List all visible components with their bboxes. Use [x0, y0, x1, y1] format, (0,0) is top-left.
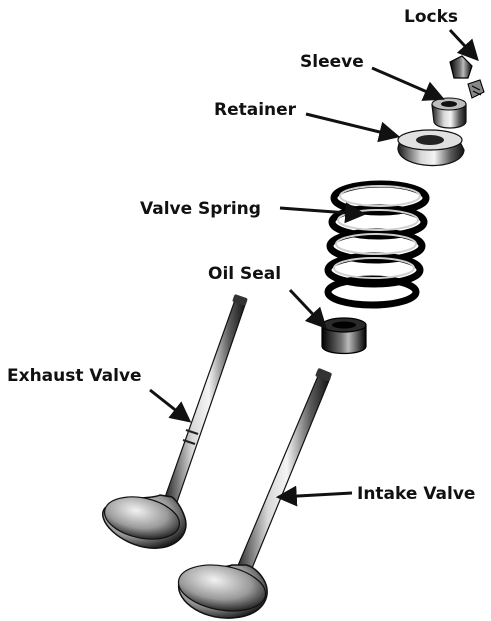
locks-label: Locks	[404, 9, 458, 26]
sleeve-label: Sleeve	[300, 54, 364, 71]
exhaust-valve-part	[101, 294, 248, 548]
valve-spring-label: Valve Spring	[140, 201, 261, 218]
sleeve-arrow	[372, 68, 441, 98]
sleeve-part	[432, 98, 466, 128]
oil-seal-arrow	[290, 290, 324, 326]
intake-valve-label: Intake Valve	[357, 486, 475, 503]
exhaust-valve-label: Exhaust Valve	[7, 368, 142, 385]
retainer-part	[398, 130, 464, 166]
retainer-label: Retainer	[214, 102, 296, 119]
intake-valve-arrow	[280, 493, 352, 497]
locks-part	[450, 56, 484, 98]
retainer-arrow	[306, 114, 396, 136]
oil-seal-label: Oil Seal	[208, 266, 281, 283]
oil-seal-part	[322, 318, 366, 354]
exhaust-valve-arrow	[150, 390, 188, 420]
locks-arrow	[450, 30, 476, 58]
